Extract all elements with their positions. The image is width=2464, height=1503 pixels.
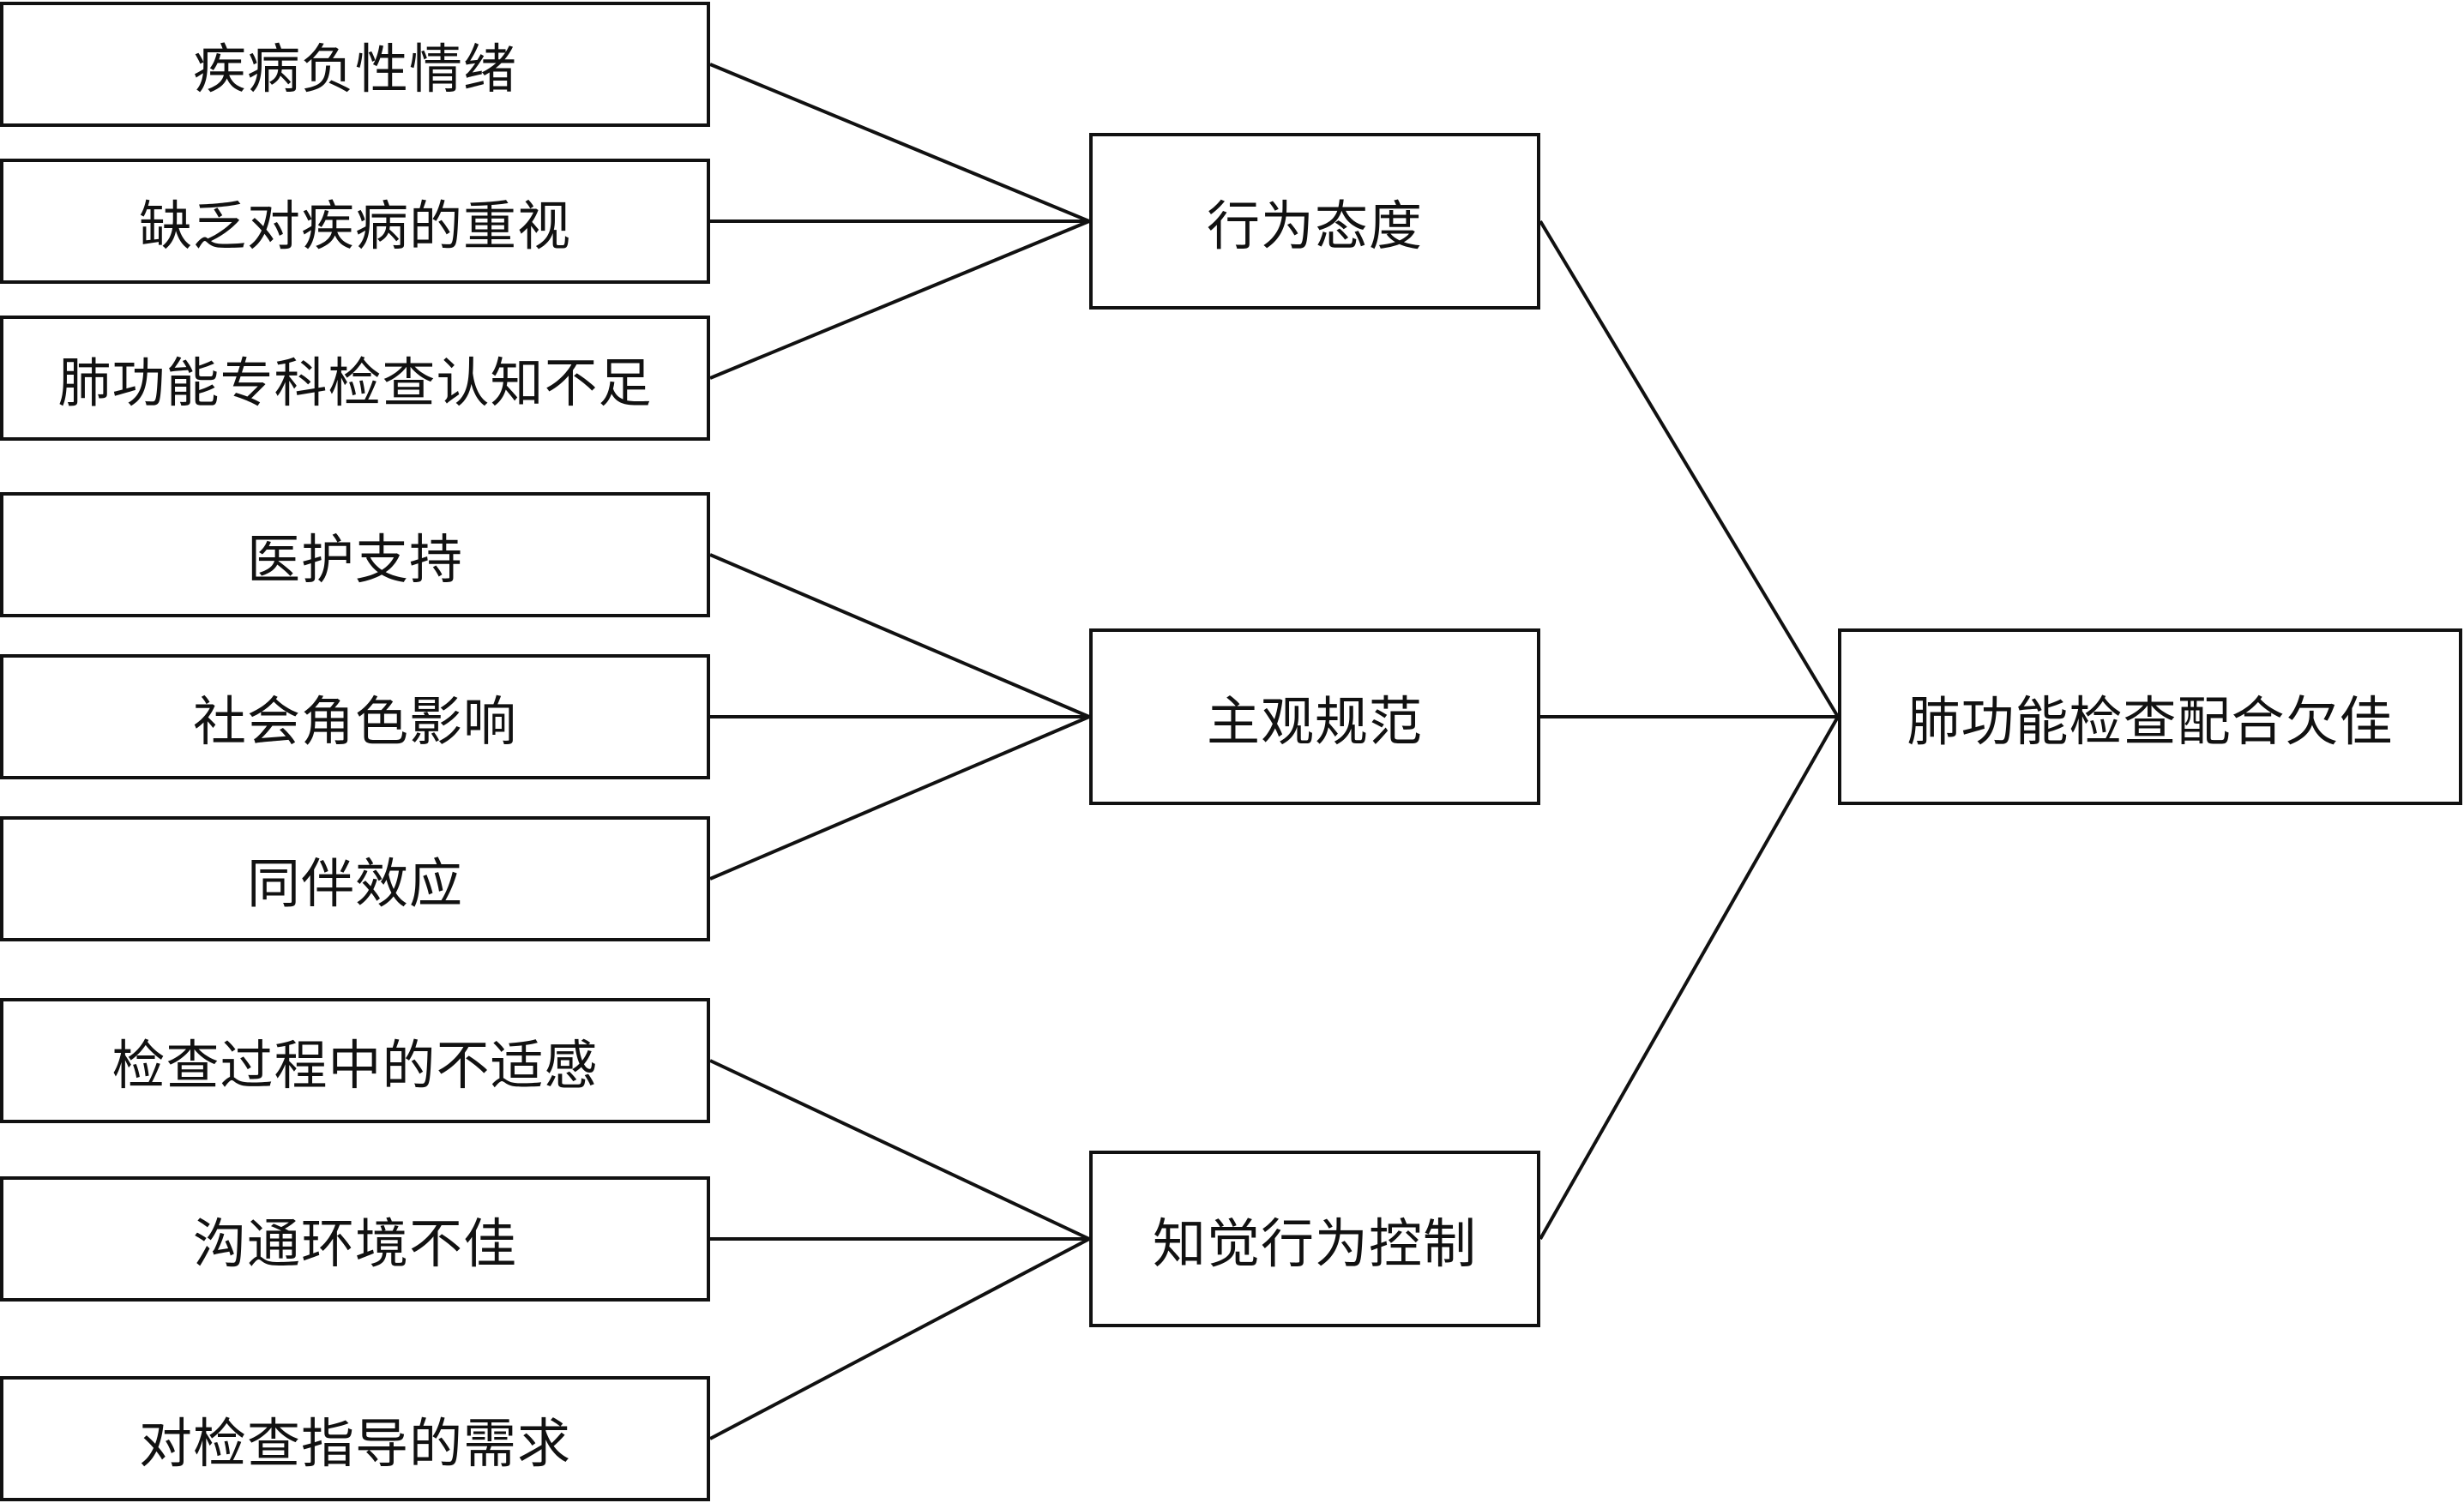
connector-factor-0-2 (709, 219, 1090, 380)
factor-box-negative-emotion: 疾病负性情绪 (0, 2, 710, 127)
connector-factor-0-0 (709, 63, 1090, 223)
connector-factor-1-2 (709, 715, 1090, 881)
construct-label: 知觉行为控制 (1152, 1212, 1477, 1275)
outcome-label: 肺功能检查配合欠佳 (1907, 690, 2394, 753)
factor-label: 沟通环境不佳 (192, 1212, 517, 1275)
factor-box-guidance-need: 对检查指导的需求 (0, 1376, 710, 1501)
outcome-box: 肺功能检查配合欠佳 (1838, 628, 2462, 805)
construct-box-subjective-norm: 主观规范 (1089, 628, 1540, 805)
factor-box-lack-of-attention: 缺乏对疾病的重视 (0, 159, 710, 284)
factor-label: 医护支持 (246, 528, 463, 591)
factor-box-poor-communication: 沟通环境不佳 (0, 1176, 710, 1302)
factor-label: 同伴效应 (246, 852, 463, 915)
factor-label: 对检查指导的需求 (138, 1412, 571, 1475)
construct-box-attitude: 行为态度 (1089, 133, 1540, 310)
connector-factor-2-2 (709, 1237, 1090, 1440)
factor-label: 缺乏对疾病的重视 (138, 195, 571, 257)
factor-label: 肺功能专科检查认知不足 (57, 352, 653, 414)
construct-label: 主观规范 (1206, 690, 1423, 753)
factor-label: 社会角色影响 (192, 690, 517, 753)
connector-factor-2-0 (709, 1059, 1090, 1241)
connector-construct-2 (1539, 716, 1840, 1240)
factor-box-discomfort: 检查过程中的不适感 (0, 998, 710, 1123)
factor-box-medical-support: 医护支持 (0, 492, 710, 617)
factor-box-social-role: 社会角色影响 (0, 654, 710, 779)
factor-label: 疾病负性情绪 (192, 38, 517, 100)
connector-construct-0 (1539, 219, 1840, 718)
connector-factor-1-0 (709, 553, 1090, 718)
construct-label: 行为态度 (1206, 195, 1423, 257)
factor-label: 检查过程中的不适感 (111, 1034, 599, 1097)
factor-box-peer-effect: 同伴效应 (0, 816, 710, 941)
factor-box-insufficient-cognition: 肺功能专科检查认知不足 (0, 316, 710, 441)
construct-box-perceived-control: 知觉行为控制 (1089, 1151, 1540, 1327)
